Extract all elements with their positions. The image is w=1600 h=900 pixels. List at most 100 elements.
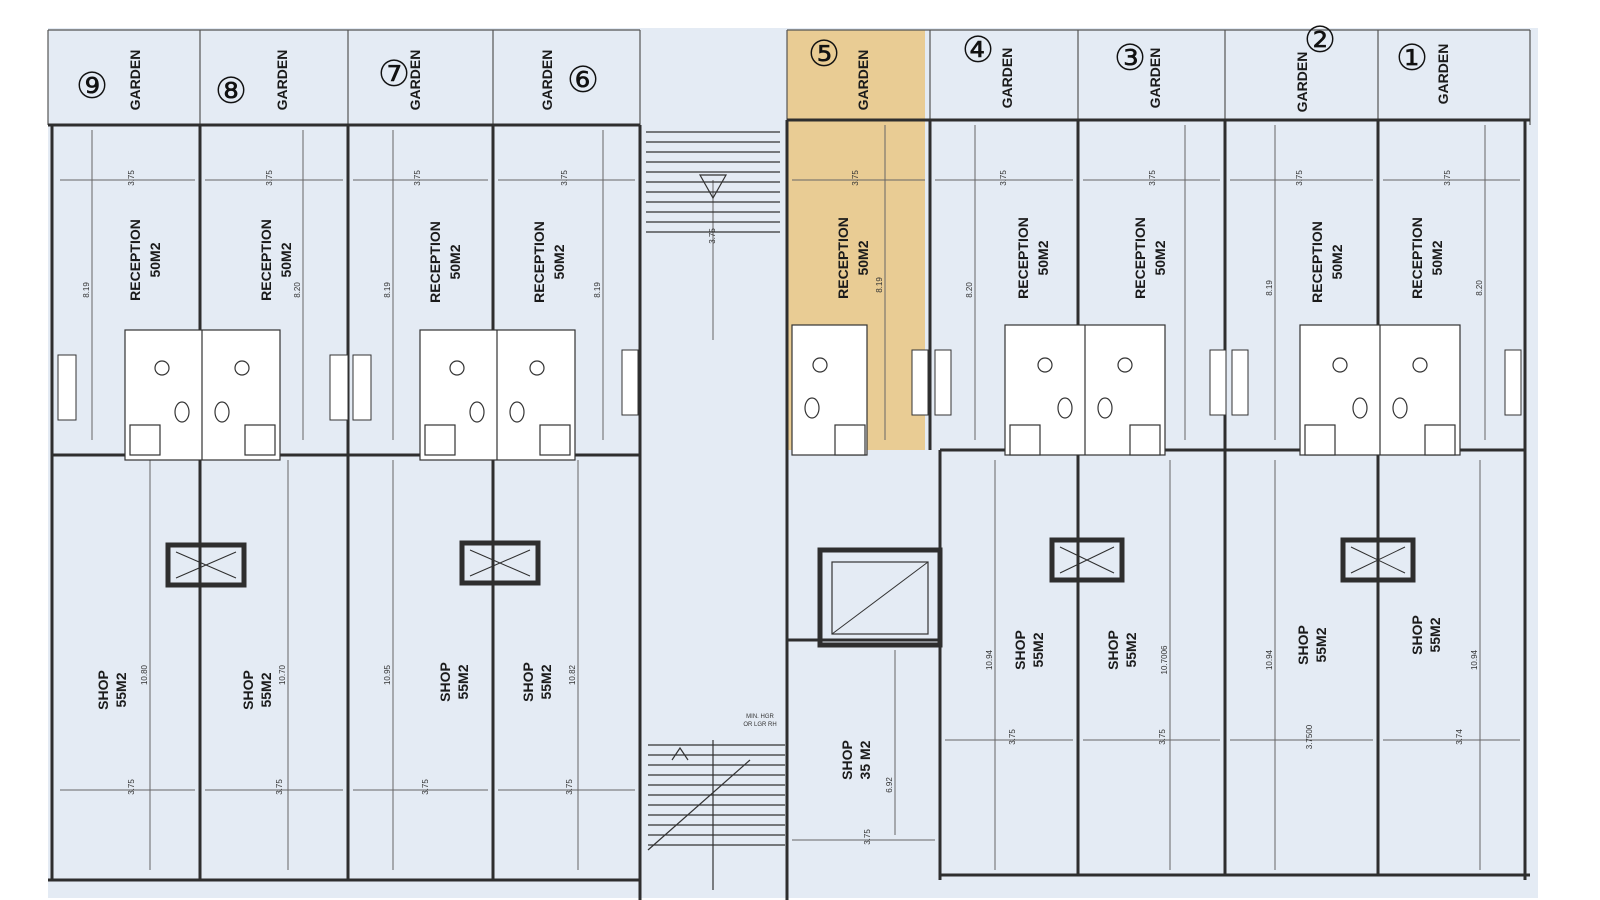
dim-shop-width: 3.75 (421, 779, 430, 795)
dim-shop-width: 3.75 (565, 779, 574, 795)
shop-area: 55M2 (258, 672, 274, 707)
upper-stair (646, 131, 780, 233)
dim-shop-width: 3.74 (1455, 729, 1464, 745)
shop-area: 55M2 (1427, 617, 1443, 652)
reception-area: 50M2 (1429, 240, 1445, 275)
unit-number-4: ④ (962, 30, 994, 71)
shop-area: 55M2 (538, 664, 554, 699)
dim-width: 3.75 (413, 170, 422, 186)
reception-area: 50M2 (1329, 244, 1345, 279)
dim-width: 3.75 (127, 170, 136, 186)
dim-shop-width: 3.75 (127, 779, 136, 795)
dim-depth: 8.19 (1265, 280, 1274, 296)
dim-shop-width: 3.7500 (1305, 724, 1314, 749)
garden-label-6: GARDEN (539, 50, 555, 111)
reception-label: RECEPTION (1015, 217, 1031, 299)
shop-area: 55M2 (1313, 627, 1329, 662)
shop-label: SHOP (1295, 625, 1311, 665)
garden-label-9: GARDEN (127, 50, 143, 111)
reception-labels: RECEPTION 50M2 RECEPTION 50M2 RECEPTION … (127, 217, 1445, 303)
dim-width: 3.75 (999, 170, 1008, 186)
garden-label-5: GARDEN (855, 50, 871, 111)
dim-width: 3.75 (851, 170, 860, 186)
dim-shop-depth: 10.80 (140, 664, 149, 685)
garden-label-7: GARDEN (407, 50, 423, 111)
shop-area: 55M2 (455, 664, 471, 699)
dim-shop-depth: 10.7006 (1160, 645, 1169, 674)
shop-label: SHOP (95, 670, 111, 710)
shop-area: 55M2 (1123, 632, 1139, 667)
reception-label: RECEPTION (427, 221, 443, 303)
dim-width: 3.75 (1295, 170, 1304, 186)
garden-label-4: GARDEN (999, 48, 1015, 109)
unit-numbers: ⑨ ⑧ ⑦ ⑥ ⑤ ④ ③ ② ① (76, 20, 1428, 112)
shop-label: SHOP (1409, 615, 1425, 655)
dim-shop-depth: 10.82 (568, 664, 577, 685)
reception-label: RECEPTION (127, 219, 143, 301)
dim-small-shop-depth: 6.92 (885, 777, 894, 793)
shop-area: 55M2 (113, 672, 129, 707)
garden-label-8: GARDEN (274, 50, 290, 111)
garden-labels: GARDEN GARDEN GARDEN GARDEN GARDEN GARDE… (127, 44, 1451, 113)
bathroom-blocks (124, 324, 1461, 461)
dim-depth: 8.20 (1475, 280, 1484, 296)
reception-area: 50M2 (447, 244, 463, 279)
dim-width: 3.75 (1443, 170, 1452, 186)
reception-label: RECEPTION (258, 219, 274, 301)
dim-shop-width: 3.75 (275, 779, 284, 795)
reception-area: 50M2 (278, 242, 294, 277)
dim-shop-depth: 10.70 (278, 664, 287, 685)
inner-lines (60, 125, 1520, 870)
unit-number-7: ⑦ (378, 54, 410, 95)
small-shop-label: SHOP (839, 740, 855, 780)
dim-depth: 8.20 (965, 282, 974, 298)
side-cabinets (57, 349, 1522, 421)
stair-note-line-1: MIN. HGR (746, 714, 774, 720)
unit-number-6: ⑥ (567, 60, 599, 101)
shop-label: SHOP (437, 662, 453, 702)
shop-label: SHOP (520, 662, 536, 702)
dim-shop-depth: 10.95 (383, 664, 392, 685)
dim-shop-width: 3.75 (1008, 729, 1017, 745)
dim-shop-width: 3.75 (1158, 729, 1167, 745)
shop-area: 55M2 (1030, 632, 1046, 667)
reception-area: 50M2 (551, 244, 567, 279)
reception-label-unit-5: RECEPTION (835, 217, 851, 299)
reception-area: 50M2 (1035, 240, 1051, 275)
lower-stair (647, 740, 785, 890)
dimension-labels: 3.75 3.75 3.75 3.75 3.75 3.75 3.75 3.75 … (82, 170, 1484, 845)
elevator (817, 547, 943, 648)
dim-width: 3.75 (1148, 170, 1157, 186)
dim-width: 3.75 (265, 170, 274, 186)
dim-shop-depth: 10.94 (985, 649, 994, 670)
dim-width: 3.75 (560, 170, 569, 186)
unit-number-1: ① (1396, 38, 1428, 79)
small-shop-area: 35 M2 (857, 740, 873, 779)
reception-label: RECEPTION (1409, 217, 1425, 299)
dim-shop-depth: 10.94 (1265, 649, 1274, 670)
garden-label-1: GARDEN (1435, 44, 1451, 105)
unit-number-8: ⑧ (215, 71, 247, 112)
dim-depth: 8.19 (82, 282, 91, 298)
reception-label: RECEPTION (1309, 221, 1325, 303)
shop-label: SHOP (240, 670, 256, 710)
shop-labels: SHOP 55M2 SHOP 55M2 SHOP 55M2 SHOP 55M2 … (95, 615, 1443, 780)
reception-label: RECEPTION (1132, 217, 1148, 299)
unit-number-3: ③ (1114, 38, 1146, 79)
stair-note-line-2: OR LGR RH (743, 722, 776, 728)
dim-depth: 8.19 (875, 277, 884, 293)
dim-depth: 8.19 (593, 282, 602, 298)
dim-depth: 8.19 (383, 282, 392, 298)
stair-note: MIN. HGR OR LGR RH (743, 714, 776, 728)
dim-depth: 8.20 (293, 282, 302, 298)
shafts (165, 537, 1416, 588)
dim-corridor: 3.75 (708, 228, 717, 244)
garden-label-3: GARDEN (1147, 48, 1163, 109)
dim-shop-depth: 10.94 (1470, 649, 1479, 670)
reception-label: RECEPTION (531, 221, 547, 303)
reception-area: 50M2 (147, 242, 163, 277)
shop-label: SHOP (1105, 630, 1121, 670)
reception-area: 50M2 (1152, 240, 1168, 275)
reception-area-unit-5: 50M2 (855, 240, 871, 275)
